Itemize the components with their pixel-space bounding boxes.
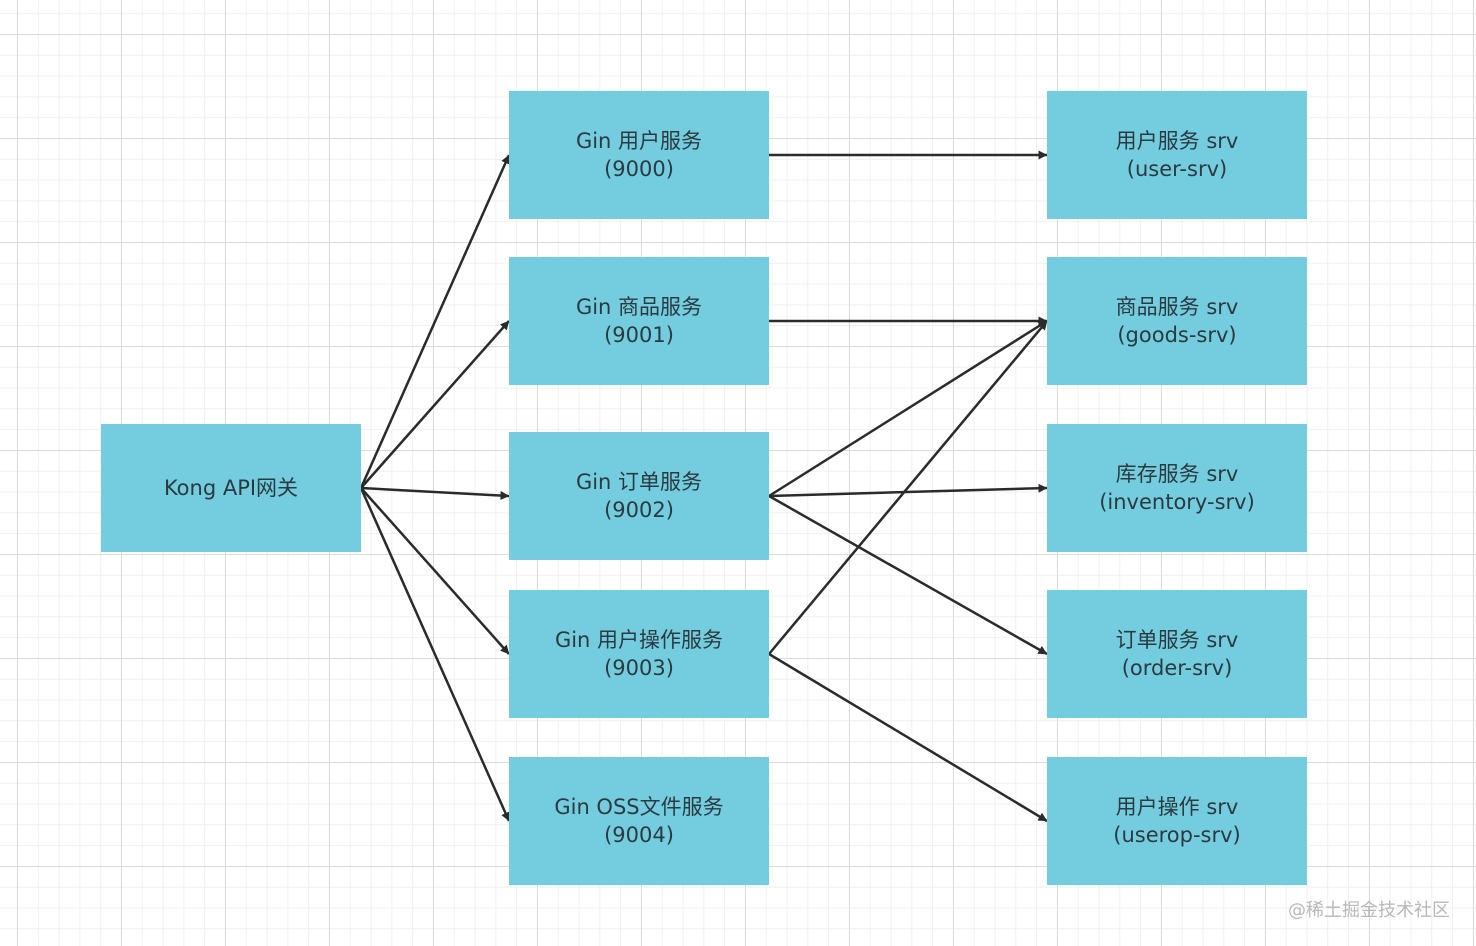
node-gin-userop-service: Gin 用户操作服务 (9003) (509, 590, 769, 718)
edge-gin_order-to-order_srv (768, 494, 1048, 656)
edge-gin_userop-to-userop_srv (768, 652, 1048, 823)
node-service-id: (user-srv) (1126, 157, 1228, 181)
node-gin-goods-service: Gin 商品服务 (9001) (509, 257, 769, 385)
edge-kong-to-gin_order (360, 486, 510, 501)
node-label: 用户服务 srv (1115, 129, 1239, 153)
node-label: 用户操作 srv (1115, 795, 1239, 819)
node-label: Kong API网关 (163, 476, 299, 500)
edge-kong-to-gin_user (359, 154, 511, 489)
node-port: (9004) (604, 823, 674, 847)
edge-kong-to-gin_userop (360, 487, 510, 655)
node-service-id: (userop-srv) (1113, 823, 1241, 847)
node-port: (9002) (604, 498, 674, 522)
edge-kong-to-gin_oss (359, 487, 511, 822)
node-label: Gin OSS文件服务 (554, 795, 724, 819)
node-label: 商品服务 srv (1115, 295, 1239, 319)
node-label: Gin 用户服务 (575, 129, 703, 153)
edge-gin_order-to-goods_srv (768, 319, 1048, 498)
node-user-srv: 用户服务 srv (user-srv) (1047, 91, 1307, 219)
node-kong-api-gateway: Kong API网关 (101, 424, 361, 552)
node-gin-oss-service: Gin OSS文件服务 (9004) (509, 757, 769, 885)
node-port: (9001) (604, 323, 674, 347)
node-label: Gin 商品服务 (575, 295, 703, 319)
node-port: (9003) (604, 656, 674, 680)
node-userop-srv: 用户操作 srv (userop-srv) (1047, 757, 1307, 885)
edge-kong-to-gin_goods (360, 320, 510, 489)
edge-gin_order-to-inventory_srv (768, 483, 1048, 498)
node-gin-order-service: Gin 订单服务 (9002) (509, 432, 769, 560)
node-service-id: (inventory-srv) (1099, 490, 1255, 514)
node-label: 库存服务 srv (1115, 462, 1239, 486)
node-inventory-srv: 库存服务 srv (inventory-srv) (1047, 424, 1307, 552)
node-port: (9000) (604, 157, 674, 181)
node-goods-srv: 商品服务 srv (goods-srv) (1047, 257, 1307, 385)
node-service-id: (order-srv) (1121, 656, 1233, 680)
node-label: Gin 用户操作服务 (554, 628, 724, 652)
node-service-id: (goods-srv) (1117, 323, 1237, 347)
edge-gin_userop-to-goods_srv (768, 320, 1048, 655)
node-gin-user-service: Gin 用户服务 (9000) (509, 91, 769, 219)
watermark: @稀土掘金技术社区 (1288, 900, 1450, 921)
node-label: Gin 订单服务 (575, 470, 703, 494)
node-label: 订单服务 srv (1115, 628, 1239, 652)
node-order-srv: 订单服务 srv (order-srv) (1047, 590, 1307, 718)
